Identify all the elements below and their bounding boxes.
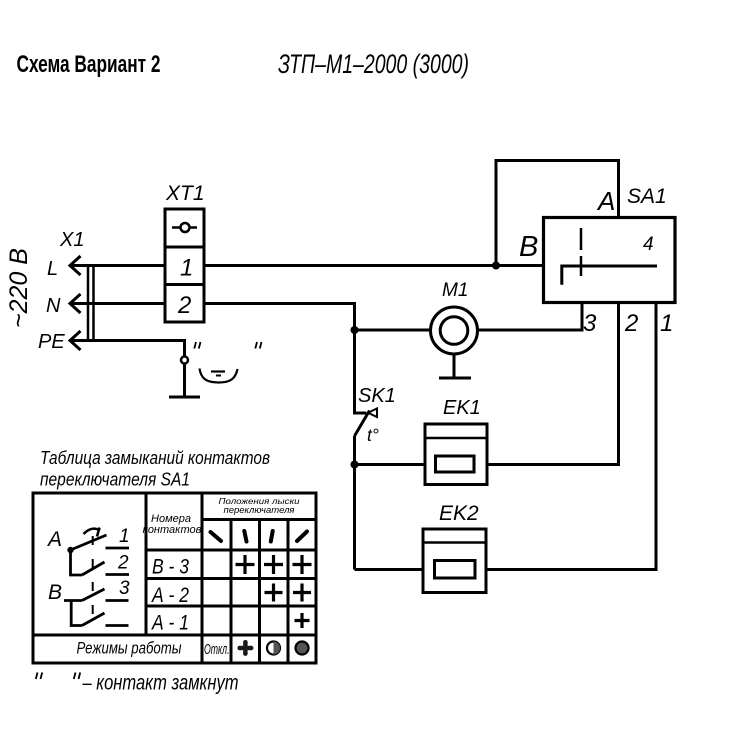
svg-text:А - 2: А - 2 (150, 584, 189, 607)
svg-text:A: A (596, 186, 615, 216)
svg-text:A: A (46, 528, 62, 551)
svg-text:~220 В: ~220 В (5, 248, 33, 328)
svg-text:Положения лыски: Положения лыски (219, 496, 300, 506)
svg-text:SK1: SK1 (358, 385, 396, 407)
svg-text:N: N (46, 295, 61, 317)
svg-text:PE: PE (38, 331, 65, 353)
svg-text:M1: M1 (442, 280, 468, 301)
svg-text:1: 1 (180, 255, 193, 282)
svg-text:А - 1: А - 1 (150, 612, 189, 635)
svg-text:переключателя SA1: переключателя SA1 (40, 469, 190, 490)
svg-text:Откл.: Откл. (204, 641, 230, 658)
svg-text:t°: t° (367, 425, 379, 445)
svg-text:EK1: EK1 (443, 397, 481, 419)
svg-text:B: B (48, 581, 62, 604)
svg-text:В - 3: В - 3 (152, 556, 189, 579)
svg-text:3: 3 (119, 578, 130, 599)
svg-text:2: 2 (177, 292, 191, 319)
svg-text:L: L (47, 258, 58, 280)
svg-text:контактов: контактов (143, 524, 202, 536)
svg-text:SA1: SA1 (627, 185, 667, 208)
svg-text:4: 4 (643, 234, 654, 255)
svg-text:B: B (519, 231, 538, 263)
svg-text:3: 3 (583, 310, 597, 337)
svg-text:XT1: XT1 (165, 182, 205, 205)
svg-text:2: 2 (117, 553, 129, 574)
svg-text:– контакт замкнут: – контакт замкнут (82, 672, 239, 695)
svg-text:1: 1 (660, 310, 673, 337)
svg-text:Режимы работы: Режимы работы (77, 639, 182, 658)
svg-text:1: 1 (119, 526, 130, 547)
svg-text:X1: X1 (59, 229, 84, 251)
svg-text:2: 2 (624, 310, 638, 337)
svg-text:переключателя: переключателя (224, 505, 295, 515)
svg-text:ЗТП–М1–2000 (3000): ЗТП–М1–2000 (3000) (278, 49, 469, 79)
svg-text:Номера: Номера (151, 513, 191, 525)
svg-text:Схема Вариант 2: Схема Вариант 2 (17, 51, 161, 78)
svg-text:Таблица замыканий контактов: Таблица замыканий контактов (40, 447, 270, 468)
svg-text:EK2: EK2 (439, 502, 479, 525)
